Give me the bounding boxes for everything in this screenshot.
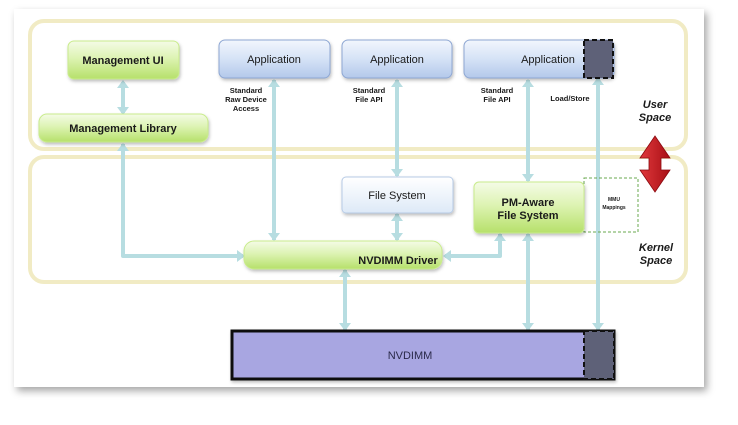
nvdimm-mapped-region: [583, 330, 615, 380]
arrow-head-icon: [117, 107, 129, 115]
arrow-head-icon: [339, 323, 351, 331]
arrow-head-icon: [117, 80, 129, 88]
management-ui-label: Management UI: [82, 55, 163, 67]
arrow-head-icon: [443, 250, 451, 262]
file-system-label: File System: [368, 190, 425, 202]
arrow-head-icon: [522, 79, 534, 87]
arrow-head-icon: [268, 233, 280, 241]
management-ui-box: [67, 40, 180, 80]
application-label-1: Application: [247, 54, 301, 66]
nvdimm-box: [230, 329, 616, 381]
pm-aware-label-line2: File System: [497, 210, 558, 222]
arrow-head-icon: [268, 79, 280, 87]
arrow-heads: [117, 77, 604, 331]
arrow-head-icon: [522, 174, 534, 182]
application-box-2: [341, 39, 453, 79]
load-store-label: Load/Store: [550, 94, 589, 103]
management-library-label: Management Library: [69, 123, 177, 135]
nvdimm-driver-box: [243, 240, 443, 270]
file-system-box: [341, 176, 454, 214]
user-space-label-line1: User: [643, 99, 668, 111]
arrow-head-icon: [391, 213, 403, 221]
connector-pmfs-driver: [445, 234, 502, 258]
connector-library-driver: [121, 144, 243, 258]
user-space-label-line2: Space: [639, 112, 671, 124]
app-mapped-region: [583, 39, 614, 79]
pm-aware-label-line1: PM-Aware: [502, 197, 555, 209]
user-kernel-arrow-icon: [639, 135, 671, 193]
application-box-1: [218, 39, 331, 79]
raw-access-label-line3: Access: [233, 104, 259, 113]
application-label-3: Application: [521, 54, 575, 66]
arrow-head-icon: [592, 77, 604, 85]
mmu-label-line1: MMU: [608, 197, 620, 203]
arrow-head-icon: [339, 269, 351, 277]
nvdimm-driver-label: NVDIMM Driver: [358, 255, 438, 267]
file-api-2-label-line2: File API: [483, 95, 510, 104]
arrow-head-icon: [117, 143, 129, 151]
mmu-label-line2: Mappings: [602, 205, 626, 211]
arrow-head-icon: [592, 323, 604, 331]
raw-access-label-line2: Raw Device: [225, 95, 267, 104]
file-api-2-label-line1: Standard: [481, 86, 514, 95]
arrow-head-icon: [391, 233, 403, 241]
file-api-1-label-line1: Standard: [353, 86, 386, 95]
arrow-head-icon: [237, 250, 245, 262]
application-label-2: Application: [370, 54, 424, 66]
arrow-head-icon: [494, 233, 506, 241]
raw-access-label-line1: Standard: [230, 86, 263, 95]
kernel-space-label-line1: Kernel: [639, 242, 674, 254]
file-api-1-label-line2: File API: [355, 95, 382, 104]
kernel-space-label-line2: Space: [640, 255, 672, 267]
arrow-head-icon: [522, 323, 534, 331]
pm-aware-fs-box: [473, 181, 585, 234]
arrow-head-icon: [391, 169, 403, 177]
arrow-head-icon: [522, 233, 534, 241]
arrow-head-icon: [391, 79, 403, 87]
management-library-box: [38, 113, 209, 143]
nvdimm-label: NVDIMM: [388, 350, 433, 362]
mmu-mappings-box: [583, 177, 639, 233]
